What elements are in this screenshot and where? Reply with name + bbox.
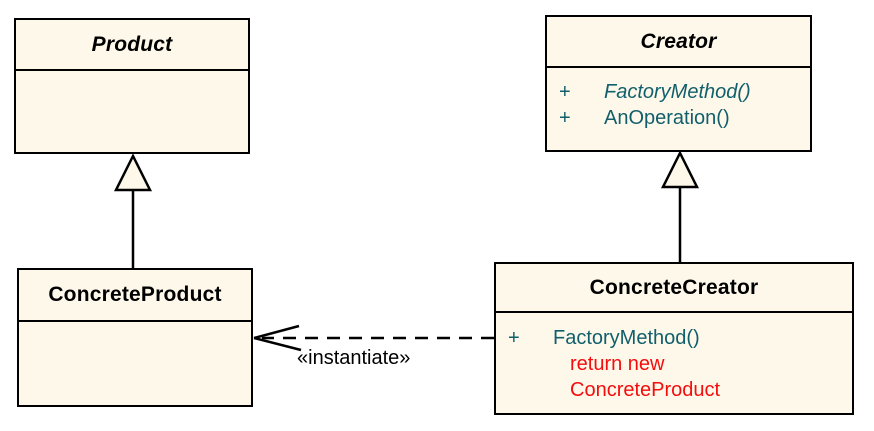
instantiate-label: «instantiate» bbox=[297, 347, 411, 369]
class-concretecreator-name: ConcreteCreator bbox=[496, 264, 852, 313]
method-factorymethod: + FactoryMethod() bbox=[547, 79, 810, 105]
method-name: AnOperation() bbox=[604, 107, 730, 129]
visibility-marker: + bbox=[559, 107, 571, 129]
method-name: FactoryMethod() bbox=[604, 81, 751, 103]
class-concreteproduct-name: ConcreteProduct bbox=[19, 270, 251, 322]
generalization-concreteproduct-to-product[interactable] bbox=[113, 153, 153, 268]
open-arrowhead-icon bbox=[253, 324, 302, 352]
class-creator[interactable]: Creator + FactoryMethod() + AnOperation(… bbox=[545, 15, 812, 152]
method-name: FactoryMethod() bbox=[553, 327, 700, 349]
hollow-triangle-arrowhead-icon bbox=[113, 153, 153, 192]
class-product[interactable]: Product bbox=[14, 18, 250, 154]
class-creator-name: Creator bbox=[547, 17, 810, 68]
class-concretecreator-body: + FactoryMethod() return new ConcretePro… bbox=[496, 313, 852, 403]
visibility-marker: + bbox=[559, 81, 571, 103]
visibility-marker: + bbox=[508, 327, 520, 349]
class-creator-body: + FactoryMethod() + AnOperation() bbox=[547, 68, 810, 131]
class-concretecreator[interactable]: ConcreteCreator + FactoryMethod() return… bbox=[494, 262, 854, 415]
generalization-concretecreator-to-creator[interactable] bbox=[660, 150, 700, 262]
class-concreteproduct[interactable]: ConcreteProduct bbox=[17, 268, 253, 407]
class-product-name: Product bbox=[16, 20, 248, 71]
method-factorymethod: + FactoryMethod() bbox=[496, 325, 852, 351]
hollow-triangle-arrowhead-icon bbox=[660, 150, 700, 189]
code-note-line-1: return new bbox=[570, 353, 665, 375]
method-anoperation: + AnOperation() bbox=[547, 105, 810, 131]
code-note-line-2: ConcreteProduct bbox=[570, 379, 721, 401]
